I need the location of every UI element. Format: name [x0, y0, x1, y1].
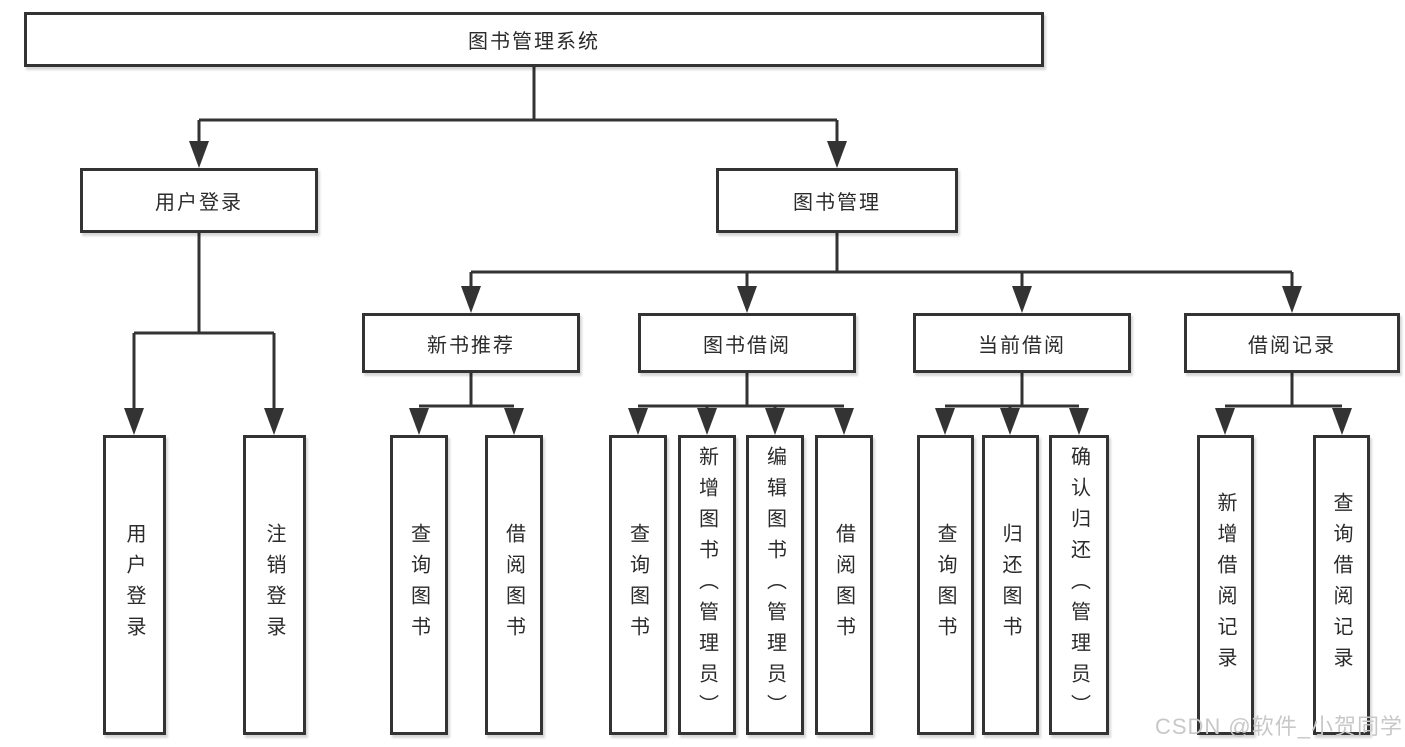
arrowhead-icon	[1000, 408, 1020, 435]
arrowhead-icon	[461, 286, 481, 313]
leaf-edit-book-admin: 编辑图书（管理员）	[746, 435, 804, 735]
node-label: 查询借阅记录	[1330, 492, 1352, 678]
leaf-query-books-recommend: 查询图书	[390, 435, 448, 735]
arrowhead-icon	[124, 408, 144, 435]
node-label: 查询图书	[626, 523, 649, 647]
node-label: 用户登录	[155, 192, 243, 214]
node-book-borrowing: 图书借阅	[638, 313, 856, 373]
node-label: 用户登录	[123, 523, 145, 647]
node-label: 新增借阅记录	[1214, 492, 1236, 678]
leaf-add-book-admin: 新增图书（管理员）	[678, 435, 736, 735]
arrowhead-icon	[765, 408, 785, 435]
leaf-query-books-borrowing: 查询图书	[609, 435, 667, 735]
node-borrowing-records: 借阅记录	[1184, 313, 1400, 373]
leaf-borrow-books: 借阅图书	[815, 435, 873, 735]
node-current-borrowing: 当前借阅	[913, 313, 1131, 373]
node-new-book-recommend: 新书推荐	[362, 313, 580, 373]
leaf-user-login: 用户登录	[103, 435, 166, 735]
leaf-query-borrow-record: 查询借阅记录	[1313, 435, 1370, 735]
arrowhead-icon	[935, 408, 955, 435]
leaf-logout: 注销登录	[243, 435, 306, 735]
arrowhead-icon	[1012, 286, 1032, 313]
node-label: 注销登录	[263, 523, 285, 647]
node-user-login: 用户登录	[80, 168, 318, 233]
leaf-query-books-current: 查询图书	[917, 435, 974, 735]
arrowhead-icon	[1215, 408, 1235, 435]
arrowhead-icon	[1282, 286, 1302, 313]
node-label: 确认归还（管理员）	[1067, 445, 1090, 725]
node-label: 借阅图书	[832, 523, 855, 647]
arrowhead-icon	[1069, 408, 1089, 435]
arrowhead-icon	[827, 141, 847, 168]
arrowhead-icon	[628, 408, 648, 435]
arrowhead-icon	[697, 408, 717, 435]
node-label: 编辑图书（管理员）	[763, 445, 786, 725]
node-label: 借阅图书	[502, 523, 525, 647]
node-book-management: 图书管理	[716, 168, 958, 233]
arrowhead-icon	[1332, 408, 1352, 435]
arrowhead-icon	[834, 408, 854, 435]
arrowhead-icon	[189, 141, 209, 168]
node-label: 图书借阅	[703, 334, 791, 357]
leaf-return-books: 归还图书	[982, 435, 1039, 735]
node-label: 新书推荐	[427, 334, 515, 357]
node-label: 查询图书	[934, 523, 956, 647]
node-library-management-system: 图书管理系统	[24, 12, 1044, 67]
arrowhead-icons	[124, 141, 1352, 435]
node-label: 查询图书	[407, 523, 430, 647]
arrowhead-icon	[264, 408, 284, 435]
leaf-borrow-books-recommend: 借阅图书	[485, 435, 543, 735]
leaf-confirm-return-admin: 确认归还（管理员）	[1049, 435, 1109, 735]
connector-lines	[132, 66, 1342, 410]
node-label: 当前借阅	[978, 334, 1066, 357]
arrowhead-icon	[409, 408, 429, 435]
arrowhead-icon	[504, 408, 524, 435]
node-label: 新增图书（管理员）	[695, 445, 718, 725]
node-label: 图书管理系统	[468, 31, 600, 53]
arrowhead-icon	[737, 286, 757, 313]
leaf-add-borrow-record: 新增借阅记录	[1197, 435, 1254, 735]
node-label: 归还图书	[999, 523, 1021, 647]
node-label: 图书管理	[793, 192, 881, 214]
node-label: 借阅记录	[1248, 334, 1336, 357]
